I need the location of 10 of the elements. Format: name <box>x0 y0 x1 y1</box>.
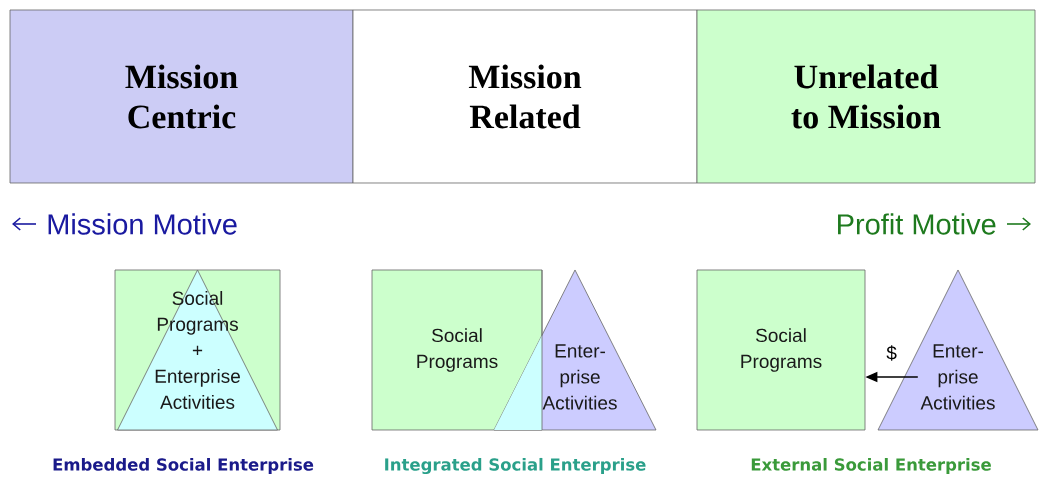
caption: Integrated Social Enterprise <box>385 457 646 475</box>
mission-box: Mission Related <box>352 9 698 184</box>
caption: Embedded Social Enterprise <box>53 458 314 474</box>
node-label: Enter- prise Activities <box>542 344 617 410</box>
mission-box: Unrelated to Mission <box>696 9 1036 184</box>
caption: External Social Enterprise <box>751 458 991 474</box>
motive-label: Mission Motive <box>48 213 237 235</box>
edge-label: $ <box>886 345 897 361</box>
mission-box: Mission Centric <box>9 9 354 184</box>
motive-label: Profit Motive <box>838 213 996 235</box>
